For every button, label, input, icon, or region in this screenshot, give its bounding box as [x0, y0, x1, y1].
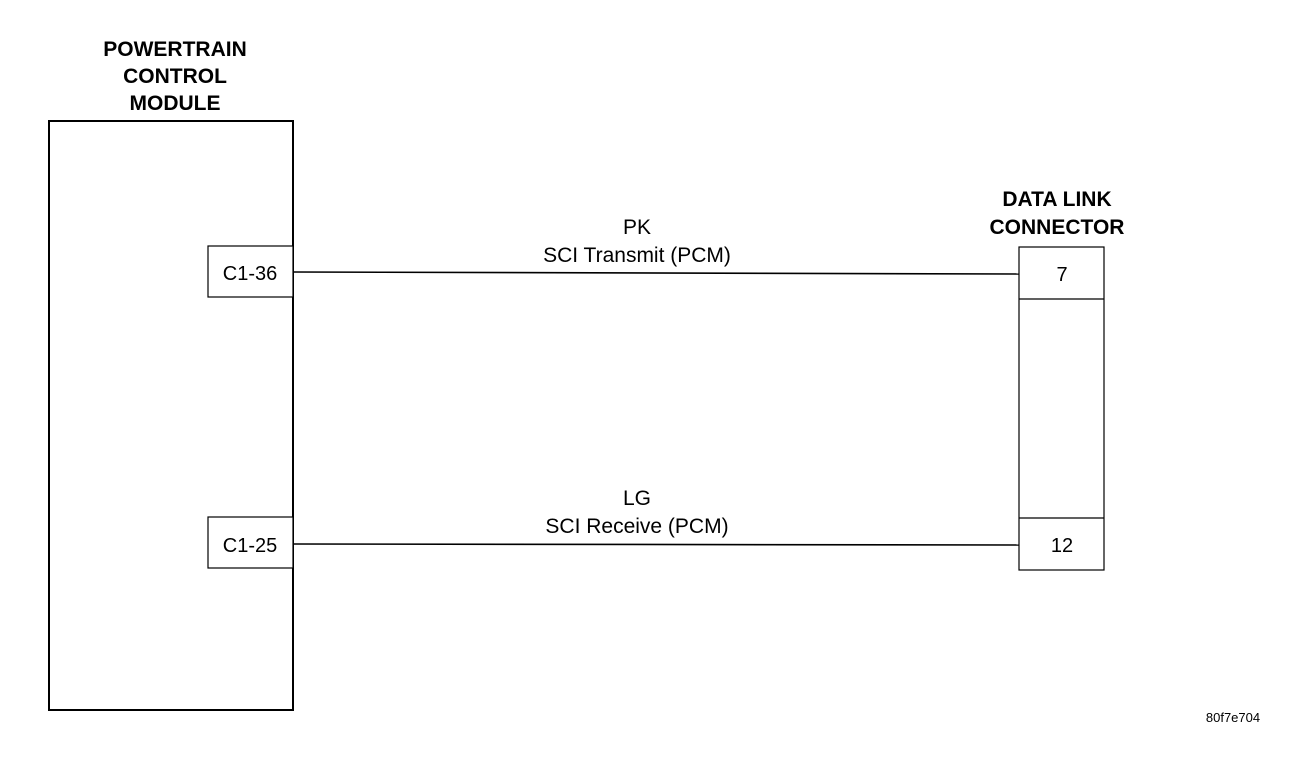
- pcm-title-line-3: MODULE: [130, 92, 221, 115]
- wire-transmit-circuit: SCI Transmit (PCM): [543, 244, 731, 267]
- dlc-connector-box: [1018, 246, 1105, 571]
- wire-transmit-color-code: PK: [623, 216, 651, 239]
- pcm-pin-c1-36-label: C1-36: [223, 263, 277, 285]
- dlc-title-line-1: DATA LINK: [1002, 188, 1111, 211]
- wire-receive-circuit: SCI Receive (PCM): [545, 515, 728, 538]
- wire-sci-transmit: [292, 271, 1020, 275]
- pcm-pin-c1-36-box: [207, 245, 294, 298]
- dlc-pin-7-label: 7: [1056, 264, 1067, 286]
- pcm-pin-c1-25-box: [207, 516, 294, 569]
- pcm-module-box: [48, 120, 294, 711]
- pcm-title-line-1: POWERTRAIN: [103, 38, 247, 61]
- dlc-pin-12-label: 12: [1051, 535, 1073, 557]
- pcm-pin-c1-25-label: C1-25: [223, 535, 277, 557]
- wire-receive-color-code: LG: [623, 487, 651, 510]
- dlc-title-line-2: CONNECTOR: [990, 216, 1125, 239]
- pcm-title-line-2: CONTROL: [123, 65, 227, 88]
- figure-reference-code: 80f7e704: [1206, 710, 1260, 725]
- wire-sci-receive: [292, 543, 1020, 546]
